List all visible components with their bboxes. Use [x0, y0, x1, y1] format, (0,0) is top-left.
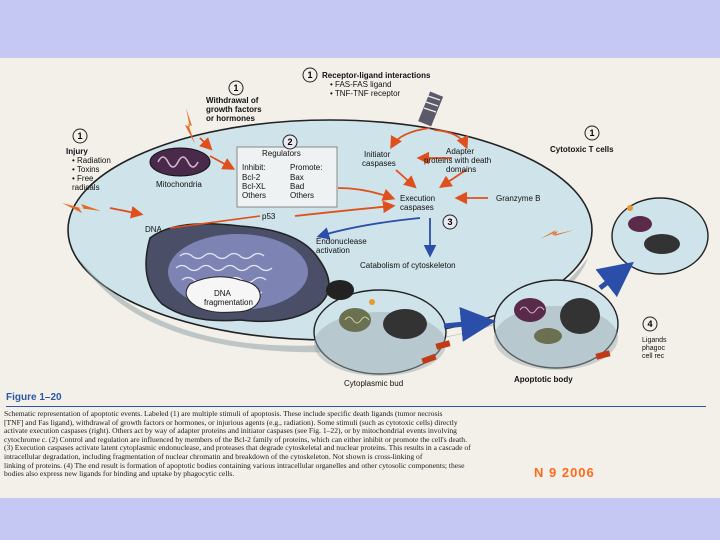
caption-line: (3) Execution caspases activate latent c… — [4, 443, 471, 453]
caption-line: bodies also express new ligands for bind… — [4, 469, 235, 479]
inhibit-item: Bcl-2 — [242, 173, 261, 182]
receptor-title: Receptor-ligand interactions — [322, 71, 431, 80]
promote-item: Others — [290, 191, 314, 200]
injury-title: Injury — [66, 147, 88, 156]
mitochondrion-icon — [149, 147, 211, 177]
arrow-injury-in — [109, 206, 144, 219]
svg-text:3: 3 — [447, 217, 452, 227]
apoptotic-body-label: Apoptotic body — [514, 375, 573, 384]
granzyme-label: Granzyme B — [496, 194, 540, 203]
svg-text:1: 1 — [589, 128, 594, 138]
arrow-bud-to-body — [443, 306, 496, 342]
svg-text:1: 1 — [233, 83, 238, 93]
endonuclease-label: Endonuclease — [316, 237, 367, 246]
withdrawal-label: growth factors — [206, 105, 262, 114]
p53-label: p53 — [262, 212, 276, 221]
execution-label: caspases — [400, 203, 434, 212]
arrow-adapter-to-execution — [439, 169, 467, 188]
endonuclease-label: activation — [316, 246, 350, 255]
step-badge: 1 1 1 1 2 3 4 — [72, 67, 658, 332]
ligands-label: cell rec — [642, 353, 665, 360]
arrow-body-to-phagocyte — [595, 261, 634, 298]
arrow-receptor-to-initiator — [390, 127, 431, 150]
withdrawal-label: Withdrawal of — [206, 96, 259, 105]
initiator-label: Initiator — [364, 150, 391, 159]
caption-line: Schematic representation of apoptotic ev… — [4, 409, 443, 418]
inhibit-label: Inhibit: — [242, 163, 266, 172]
figure-caption: Schematic representation of apoptotic ev… — [4, 409, 712, 479]
arrow-regulators-to-execution — [337, 187, 396, 201]
cytoplasmic-bud-cell — [313, 289, 451, 376]
figure-label: Figure 1–20 — [6, 392, 62, 403]
line-dna-to-p53 — [169, 215, 261, 229]
adapter-label: Adapter — [446, 147, 474, 156]
arrow-execution-to-endonuclease — [316, 217, 421, 240]
receptor-icon — [418, 91, 444, 127]
svg-text:4: 4 — [647, 319, 652, 329]
injury-item: • Free — [72, 174, 94, 183]
figure-page: 1 1 1 1 2 3 4 Injury • Radiation • Toxin… — [0, 58, 720, 498]
cytoplasmic-bud-label: Cytoplasmic bud — [344, 379, 403, 388]
date-stamp: N 9 2006 — [534, 465, 595, 480]
cytotoxic-label: Cytotoxic T cells — [550, 145, 614, 154]
promote-item: Bax — [290, 173, 304, 182]
dna-fragmentation-blob — [185, 276, 261, 313]
withdrawal-label: or hormones — [206, 114, 255, 123]
mitochondria-label: Mitochondria — [156, 180, 202, 189]
injury-item: radicals — [72, 183, 100, 192]
dna-fragmentation-label: fragmentation — [204, 298, 253, 307]
promote-label: Promote: — [290, 163, 322, 172]
catabolism-label: Catabolism of cytoskeleton — [360, 261, 456, 270]
adapter-label: proteins with death — [424, 156, 491, 165]
arrow-p53-to-execution — [294, 200, 396, 217]
regulators-title: Regulators — [262, 149, 301, 158]
adapter-label: domains — [446, 165, 476, 174]
initiator-label: caspases — [362, 159, 396, 168]
receptor-item: • TNF-TNF receptor — [330, 89, 401, 98]
caption-line: [TNF] and Fas ligand), withdrawal of gro… — [4, 417, 458, 427]
caption-line: linking of proteins. (4) The end result … — [4, 460, 465, 470]
figure-divider — [6, 406, 706, 407]
svg-text:2: 2 — [287, 137, 292, 147]
receptor-item: • FAS-FAS ligand — [330, 80, 392, 89]
promote-item: Bad — [290, 182, 304, 191]
caption-line: intracellular degradation, including fra… — [4, 451, 423, 461]
execution-label: Execution — [400, 194, 435, 203]
caption-line: cytochrome c. (2) Control and regulation… — [4, 434, 467, 444]
small-bud — [326, 280, 354, 300]
apoptosis-diagram: 1 1 1 1 2 3 4 Injury • Radiation • Toxin… — [62, 67, 709, 388]
phagocyte-cell — [611, 197, 709, 275]
arrow-initiator-to-execution — [395, 169, 417, 189]
dna-label: DNA — [145, 225, 163, 234]
arrow-receptor-to-adapter — [433, 129, 469, 150]
apoptotic-body-cell — [493, 279, 619, 370]
svg-text:1: 1 — [77, 131, 82, 141]
inhibit-item: Bcl-XL — [242, 182, 266, 191]
injury-item: • Toxins — [72, 165, 100, 174]
ligands-label: Ligands — [642, 337, 667, 344]
dna-fragmentation-label: DNA — [214, 289, 232, 298]
caption-line: activate execution caspases (right). Oth… — [4, 426, 457, 436]
injury-item: • Radiation — [72, 156, 111, 165]
arrow-mito-to-regulators — [209, 155, 236, 170]
svg-text:1: 1 — [307, 70, 312, 80]
arrow-withdrawal-in — [199, 137, 213, 151]
ligands-label: phagoc — [642, 345, 665, 352]
inhibit-item: Others — [242, 191, 266, 200]
lightning-icon — [62, 108, 574, 239]
